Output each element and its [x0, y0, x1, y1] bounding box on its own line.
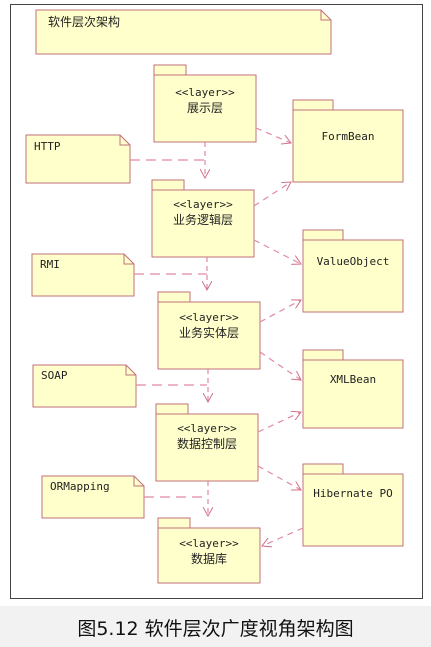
- object-name: FormBean: [322, 130, 375, 143]
- layer-package-business-logic: <<layer>> 业务逻辑层: [151, 179, 255, 258]
- stereotype-label: <<layer>>: [179, 537, 239, 550]
- stereotype-label: <<layer>>: [175, 86, 235, 99]
- figure-caption: 图5.12 软件层次广度视角架构图: [77, 618, 354, 640]
- layer-name: 数据控制层: [177, 436, 237, 451]
- layer-package-presentation: <<layer>> 展示层: [153, 64, 257, 143]
- protocol-note-text: ORMapping: [50, 480, 110, 493]
- stereotype-label: <<layer>>: [177, 422, 237, 435]
- title-note: 软件层次架构: [35, 9, 332, 55]
- layer-package-data-control: <<layer>> 数据控制层: [155, 403, 259, 482]
- object-name: ValueObject: [317, 255, 390, 268]
- protocol-note-text: SOAP: [41, 369, 68, 382]
- stereotype-label: <<layer>>: [173, 198, 233, 211]
- object-dependency-arrow: [262, 527, 304, 546]
- protocol-note-text: RMI: [40, 258, 60, 271]
- title-note-text: 软件层次架构: [48, 14, 120, 29]
- object-dependency-arrow: [259, 300, 301, 323]
- object-name: XMLBean: [330, 373, 376, 386]
- object-package-formbean: FormBean: [292, 99, 404, 183]
- layer-name: 数据库: [191, 551, 227, 566]
- architecture-diagram: 软件层次架构 <<layer>> 展示层 <<layer>> 业务逻辑层 <<l…: [25, 9, 404, 584]
- protocol-note-text: HTTP: [34, 140, 61, 153]
- object-package-xmlbean: XMLBean: [302, 349, 404, 429]
- object-dependency-arrow: [257, 412, 301, 433]
- object-dependency-arrow: [255, 127, 291, 143]
- layer-package-database: <<layer>> 数据库: [157, 517, 261, 584]
- object-dependency-arrow: [253, 182, 291, 207]
- protocol-note-http: HTTP: [25, 134, 131, 184]
- protocol-note-soap: SOAP: [32, 364, 137, 408]
- object-package-hibernate-po: Hibernate PO: [302, 463, 404, 547]
- object-dependency-arrow: [253, 239, 301, 264]
- layer-package-business-entity: <<layer>> 业务实体层: [157, 291, 261, 370]
- stereotype-label: <<layer>>: [179, 311, 239, 324]
- object-name: Hibernate PO: [313, 487, 392, 500]
- layer-name: 业务逻辑层: [173, 212, 233, 227]
- object-package-valueobject: ValueObject: [302, 229, 404, 313]
- object-dependency-arrow: [257, 465, 301, 491]
- caption-band: [0, 606, 431, 647]
- protocol-note-rmi: RMI: [31, 253, 135, 297]
- layer-name: 展示层: [187, 101, 223, 115]
- protocol-note-ormapping: ORMapping: [41, 475, 145, 519]
- object-dependency-arrow: [259, 351, 301, 380]
- layer-name: 业务实体层: [179, 325, 239, 340]
